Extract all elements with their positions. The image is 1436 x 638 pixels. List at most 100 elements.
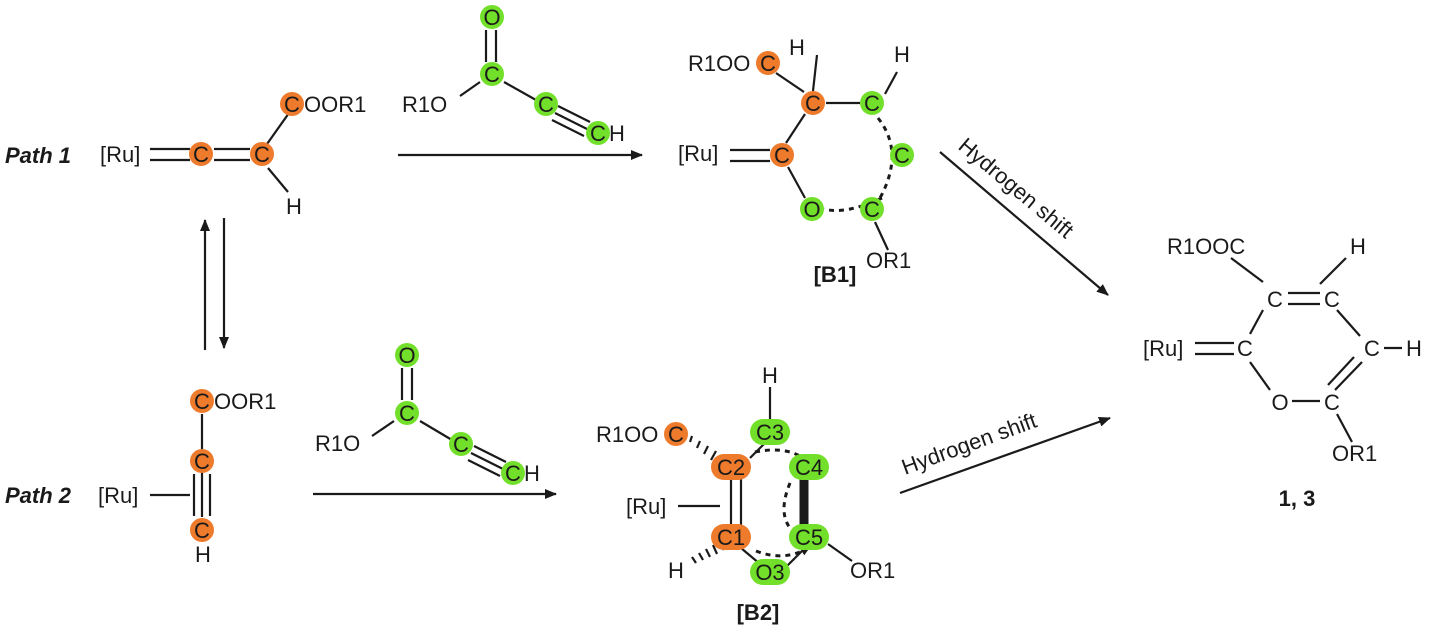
- atom-c1: C1: [717, 525, 745, 550]
- atom-highlight: [789, 454, 829, 480]
- atom-highlight: [480, 62, 504, 86]
- path2-label: Path 2: [5, 483, 72, 508]
- atom-highlight: [711, 524, 751, 550]
- atom-highlight: [449, 432, 473, 456]
- atom-highlight: [190, 389, 214, 413]
- atom-highlight: [860, 197, 884, 221]
- atom-highlight: [789, 524, 829, 550]
- atom-highlight: [801, 91, 825, 115]
- atom-h: H: [789, 35, 805, 60]
- ester-prefix: R1OO: [688, 51, 750, 76]
- or1-label: OR1: [850, 558, 895, 583]
- ru-label: [Ru]: [1143, 336, 1183, 361]
- atom-highlight: [534, 92, 558, 116]
- atom-c: C: [284, 92, 300, 117]
- atom-highlight: [189, 142, 213, 166]
- hshift-arrow-path1: [939, 151, 1109, 296]
- atom-highlight: [480, 5, 504, 29]
- atom-highlight: [711, 454, 751, 480]
- atom-c: C: [254, 142, 270, 167]
- or1-label: OR1: [1332, 441, 1377, 466]
- b2-label: [B2]: [737, 600, 780, 625]
- atom-c2: C2: [717, 455, 745, 480]
- ru-label: [Ru]: [678, 141, 718, 166]
- atom-h: H: [286, 194, 302, 219]
- product-pyranylidene: R1OOC H C C [Ru] C C H O C OR1 1, 3: [1143, 234, 1422, 511]
- atom-o: O: [398, 343, 415, 368]
- path1-label: Path 1: [5, 143, 71, 168]
- atom-highlight: [664, 422, 688, 446]
- ester-label: OOR1: [304, 92, 366, 117]
- atom-h: H: [1406, 336, 1422, 361]
- atom-c: C: [194, 389, 210, 414]
- ester-label: OOR1: [214, 389, 276, 414]
- atom-o: O: [1271, 390, 1288, 415]
- r1o-label: R1O: [315, 431, 360, 456]
- atom-c: C: [774, 143, 790, 168]
- atom-c: C: [760, 51, 776, 76]
- atom-c: C: [399, 401, 415, 426]
- atom-h: H: [668, 558, 684, 583]
- hshift-arrow-path2: [899, 416, 1111, 495]
- atom-o: O: [483, 5, 500, 30]
- atom-c4: C4: [795, 455, 823, 480]
- atom-highlight: [756, 51, 780, 75]
- ru-label: [Ru]: [626, 494, 666, 519]
- atom-o3: O3: [755, 560, 784, 585]
- intermediate-b1: [Ru] C C H R1OO C C H C C O OR1 [B1]: [678, 35, 914, 287]
- atom-c: C: [1364, 336, 1380, 361]
- reagent2-propiolate: O C R1O C C H: [315, 343, 540, 486]
- atom-highlight: [860, 91, 884, 115]
- atom-highlight: [280, 92, 304, 116]
- atom-c: C: [1267, 287, 1283, 312]
- ru-label: [Ru]: [100, 142, 140, 167]
- path1-vinylidene: [Ru] C C C OOR1 H: [100, 92, 366, 219]
- atom-c: C: [805, 91, 821, 116]
- atom-c: C: [590, 121, 606, 146]
- atom-c: C: [194, 449, 210, 474]
- intermediate-b2: H C3 R1OO C C2 C4 [Ru] C1 C5 OR1 H O3 [B…: [596, 363, 895, 625]
- path2-acetylide: [Ru] C OOR1 C C H: [98, 389, 276, 567]
- atom-h: H: [1350, 234, 1366, 259]
- reagent1-propiolate: O C R1O C C H: [402, 5, 625, 146]
- atom-highlight: [750, 559, 790, 585]
- atom-o: O: [803, 197, 820, 222]
- atom-c: C: [864, 91, 880, 116]
- atom-c: C: [1324, 287, 1340, 312]
- product-label: 1, 3: [1279, 486, 1316, 511]
- atom-highlight: [800, 197, 824, 221]
- atom-highlight: [501, 461, 525, 485]
- b1-label: [B1]: [814, 262, 857, 287]
- atom-h: H: [762, 363, 778, 388]
- atom-c: C: [193, 142, 209, 167]
- atom-highlight: [190, 449, 214, 473]
- atom-c: C: [453, 432, 469, 457]
- atom-highlight: [395, 401, 419, 425]
- atom-highlight: [890, 143, 914, 167]
- atom-c: C: [505, 461, 521, 486]
- atom-h: H: [894, 42, 910, 67]
- atom-c: C: [194, 518, 210, 543]
- atom-highlight: [586, 121, 610, 145]
- atom-c5: C5: [795, 525, 823, 550]
- atom-h: H: [524, 461, 540, 486]
- atom-highlight: [770, 143, 794, 167]
- atom-c: C: [484, 62, 500, 87]
- or1-label: OR1: [866, 248, 911, 273]
- atom-h: H: [195, 542, 211, 567]
- hshift-label-path1: Hydrogen shift: [954, 133, 1079, 243]
- atom-c: C: [538, 92, 554, 117]
- atom-highlight: [395, 343, 419, 367]
- atom-c: C: [864, 197, 880, 222]
- atom-c: C: [668, 422, 684, 447]
- atom-highlight: [190, 518, 214, 542]
- atom-c: C: [894, 143, 910, 168]
- ester-prefix: R1OO: [596, 422, 658, 447]
- atom-c3: C3: [756, 420, 784, 445]
- ester-label: R1OOC: [1167, 234, 1245, 259]
- atom-h: H: [609, 121, 625, 146]
- atom-c: C: [1237, 336, 1253, 361]
- ru-label: [Ru]: [98, 483, 138, 508]
- atom-c: C: [1324, 390, 1340, 415]
